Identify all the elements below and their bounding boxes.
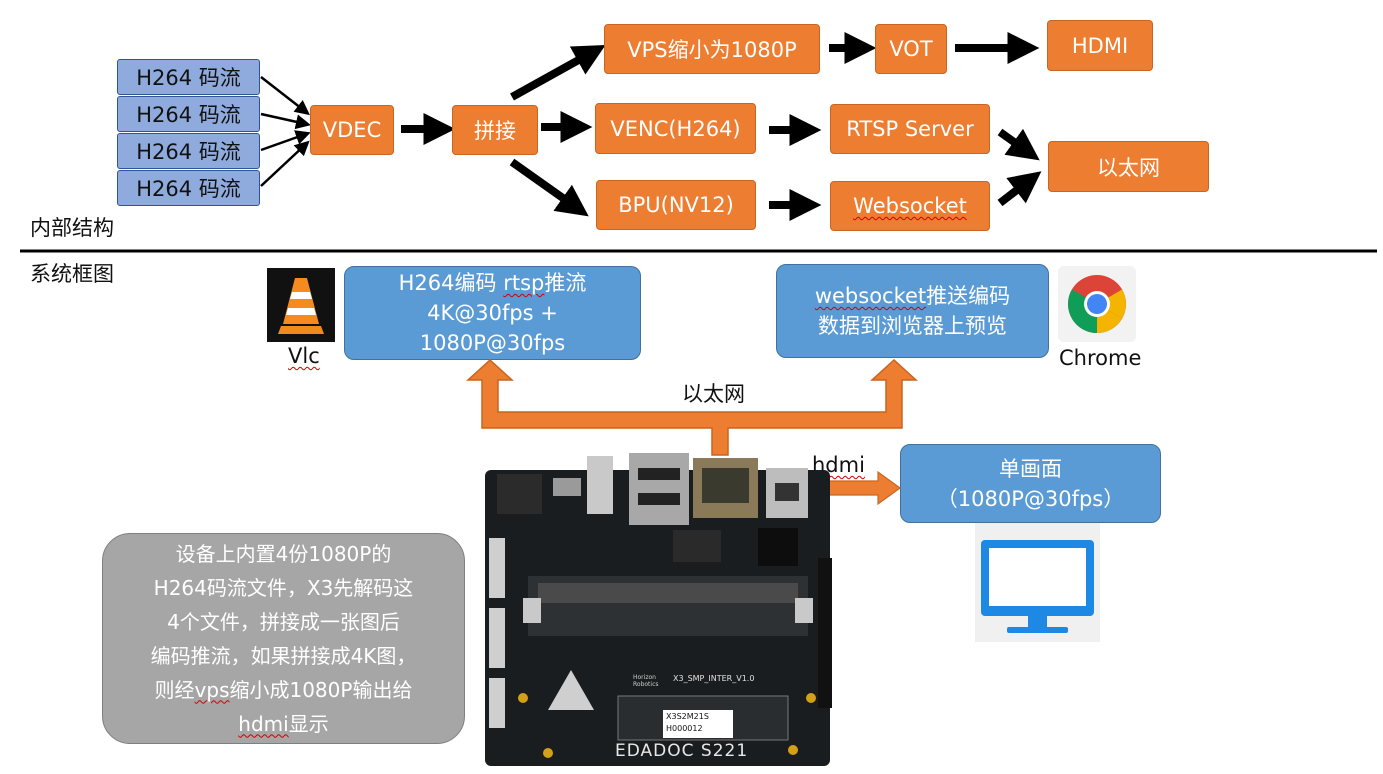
hdmi-box: HDMI — [1047, 20, 1153, 71]
vlc-label: Vlc — [288, 344, 320, 368]
h264-stream-box-1: H264 码流 — [117, 59, 260, 95]
rtsp-box-line3: 1080P@30fps — [419, 331, 566, 355]
vdec-box: VDEC — [310, 105, 394, 155]
board-silk-vendor: EDADOC S221 — [615, 741, 749, 761]
websocket-info-box: websocket推送编码 数据到浏览器上预览 — [776, 264, 1049, 358]
chrome-label: Chrome — [1059, 346, 1142, 370]
h264-stream-box-3: H264 码流 — [117, 133, 260, 169]
h264-stream-box-2: H264 码流 — [117, 96, 260, 132]
rtsp-box-line1: H264编码 rtsp推流 — [398, 271, 587, 295]
board-silk-logo: Horizon Robotics — [633, 674, 659, 688]
vot-box: VOT — [875, 24, 947, 74]
single-view-line1: 单画面 — [999, 456, 1062, 481]
note-line-1: 设备上内置4份1080P的 — [175, 541, 392, 566]
note-line-3: 4个文件，拼接成一张图后 — [167, 609, 400, 634]
vps-box: VPS缩小为1080P — [604, 24, 820, 74]
ethernet-label: 以太网 — [682, 382, 745, 406]
bpu-box: BPU(NV12) — [596, 180, 756, 230]
stitch-box: 拼接 — [452, 105, 538, 155]
chrome-icon — [1058, 266, 1136, 342]
rtsp-stream-info-box: H264编码 rtsp推流 4K@30fps + 1080P@30fps — [344, 266, 641, 360]
vlc-cone-icon — [267, 268, 335, 342]
venc-box: VENC(H264) — [595, 103, 756, 154]
section-label-internal: 内部结构 — [30, 216, 114, 240]
board-label-2: H000012 — [666, 724, 703, 733]
note-line-6: hdmi显示 — [238, 711, 329, 736]
websocket-box: Websocket — [830, 181, 990, 231]
single-view-line2: （1080P@30fps） — [936, 486, 1125, 511]
rtsp-box-line2: 4K@30fps + — [427, 301, 558, 325]
h264-stream-box-4: H264 码流 — [117, 170, 260, 206]
description-note-box: 设备上内置4份1080P的 H264码流文件，X3先解码这 4个文件，拼接成一张… — [102, 533, 465, 744]
board-image: X3_SMP_INTER_V1.0 Horizon Robotics EDADO… — [483, 448, 838, 768]
ws-box-line1: websocket推送编码 — [814, 284, 1011, 308]
single-view-box: 单画面 （1080P@30fps） — [900, 444, 1161, 523]
board-silk-model: X3_SMP_INTER_V1.0 — [673, 674, 755, 683]
note-line-4: 编码推流，如果拼接成4K图， — [150, 643, 417, 668]
ws-box-line2: 数据到浏览器上预览 — [818, 314, 1007, 338]
note-line-2: H264码流文件，X3先解码这 — [153, 575, 414, 600]
section-label-system: 系统框图 — [30, 262, 114, 286]
rtsp-server-box: RTSP Server — [830, 104, 990, 154]
note-line-5: 则经vps缩小成1080P输出给 — [154, 677, 413, 702]
board-label-1: X3S2M21S — [666, 712, 709, 721]
monitor-icon — [975, 523, 1100, 642]
ethernet-box: 以太网 — [1048, 141, 1209, 192]
